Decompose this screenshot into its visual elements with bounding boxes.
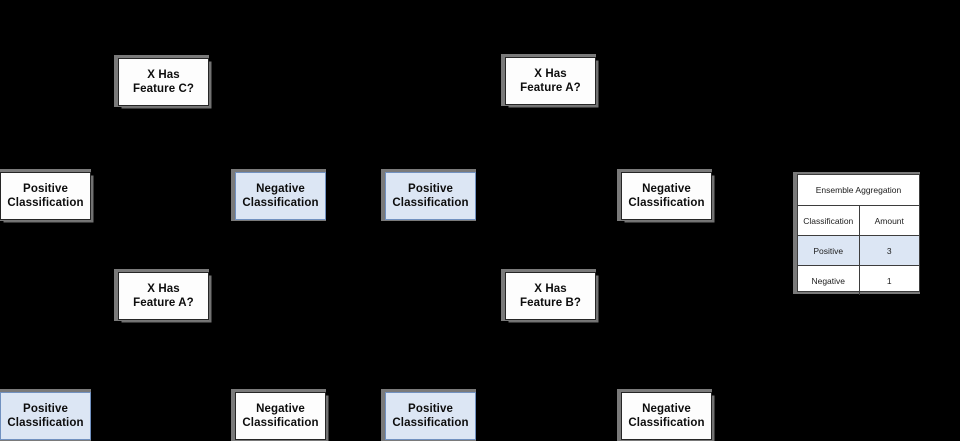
- node-label: X Has Feature C?: [132, 69, 195, 95]
- aggregation-title: Ensemble Aggregation: [815, 185, 902, 195]
- node-label: Positive Classification: [392, 183, 469, 209]
- cell-classification: Positive: [813, 245, 844, 256]
- decision-node-n11[interactable]: Positive Classification: [385, 392, 476, 440]
- decision-node-n9[interactable]: Positive Classification: [0, 392, 91, 440]
- cell-amount: 3: [858, 236, 920, 265]
- decision-node-n4[interactable]: Negative Classification: [235, 172, 326, 220]
- decision-node-n8[interactable]: X Has Feature B?: [505, 272, 596, 320]
- aggregation-data-row[interactable]: Negative 1: [798, 265, 919, 295]
- node-label: Negative Classification: [628, 403, 705, 429]
- column-header-amount: Amount: [858, 206, 920, 235]
- node-label: Positive Classification: [7, 403, 84, 429]
- node-label: X Has Feature A?: [133, 283, 194, 309]
- node-label: Positive Classification: [7, 183, 84, 209]
- decision-node-n1[interactable]: X Has Feature C?: [118, 58, 209, 106]
- node-label: X Has Feature B?: [519, 283, 582, 309]
- decision-node-n7[interactable]: X Has Feature A?: [118, 272, 209, 320]
- aggregation-title-row: Ensemble Aggregation: [798, 175, 919, 205]
- cell-amount: 1: [858, 266, 920, 295]
- column-header-classification: Classification: [803, 215, 854, 226]
- decision-node-n3[interactable]: Positive Classification: [0, 172, 91, 220]
- decision-node-n12[interactable]: Negative Classification: [621, 392, 712, 440]
- decision-node-n2[interactable]: X Has Feature A?: [505, 57, 596, 105]
- node-label: Positive Classification: [392, 403, 469, 429]
- aggregation-data-row[interactable]: Positive 3: [798, 235, 919, 265]
- decision-node-n6[interactable]: Negative Classification: [621, 172, 712, 220]
- node-label: Negative Classification: [242, 403, 319, 429]
- aggregation-header-row: Classification Amount: [798, 205, 919, 235]
- decision-node-n5[interactable]: Positive Classification: [385, 172, 476, 220]
- cell-classification: Negative: [811, 275, 846, 286]
- node-label: X Has Feature A?: [520, 68, 581, 94]
- node-label: Negative Classification: [628, 183, 705, 209]
- node-label: Negative Classification: [242, 183, 319, 209]
- decision-node-n10[interactable]: Negative Classification: [235, 392, 326, 440]
